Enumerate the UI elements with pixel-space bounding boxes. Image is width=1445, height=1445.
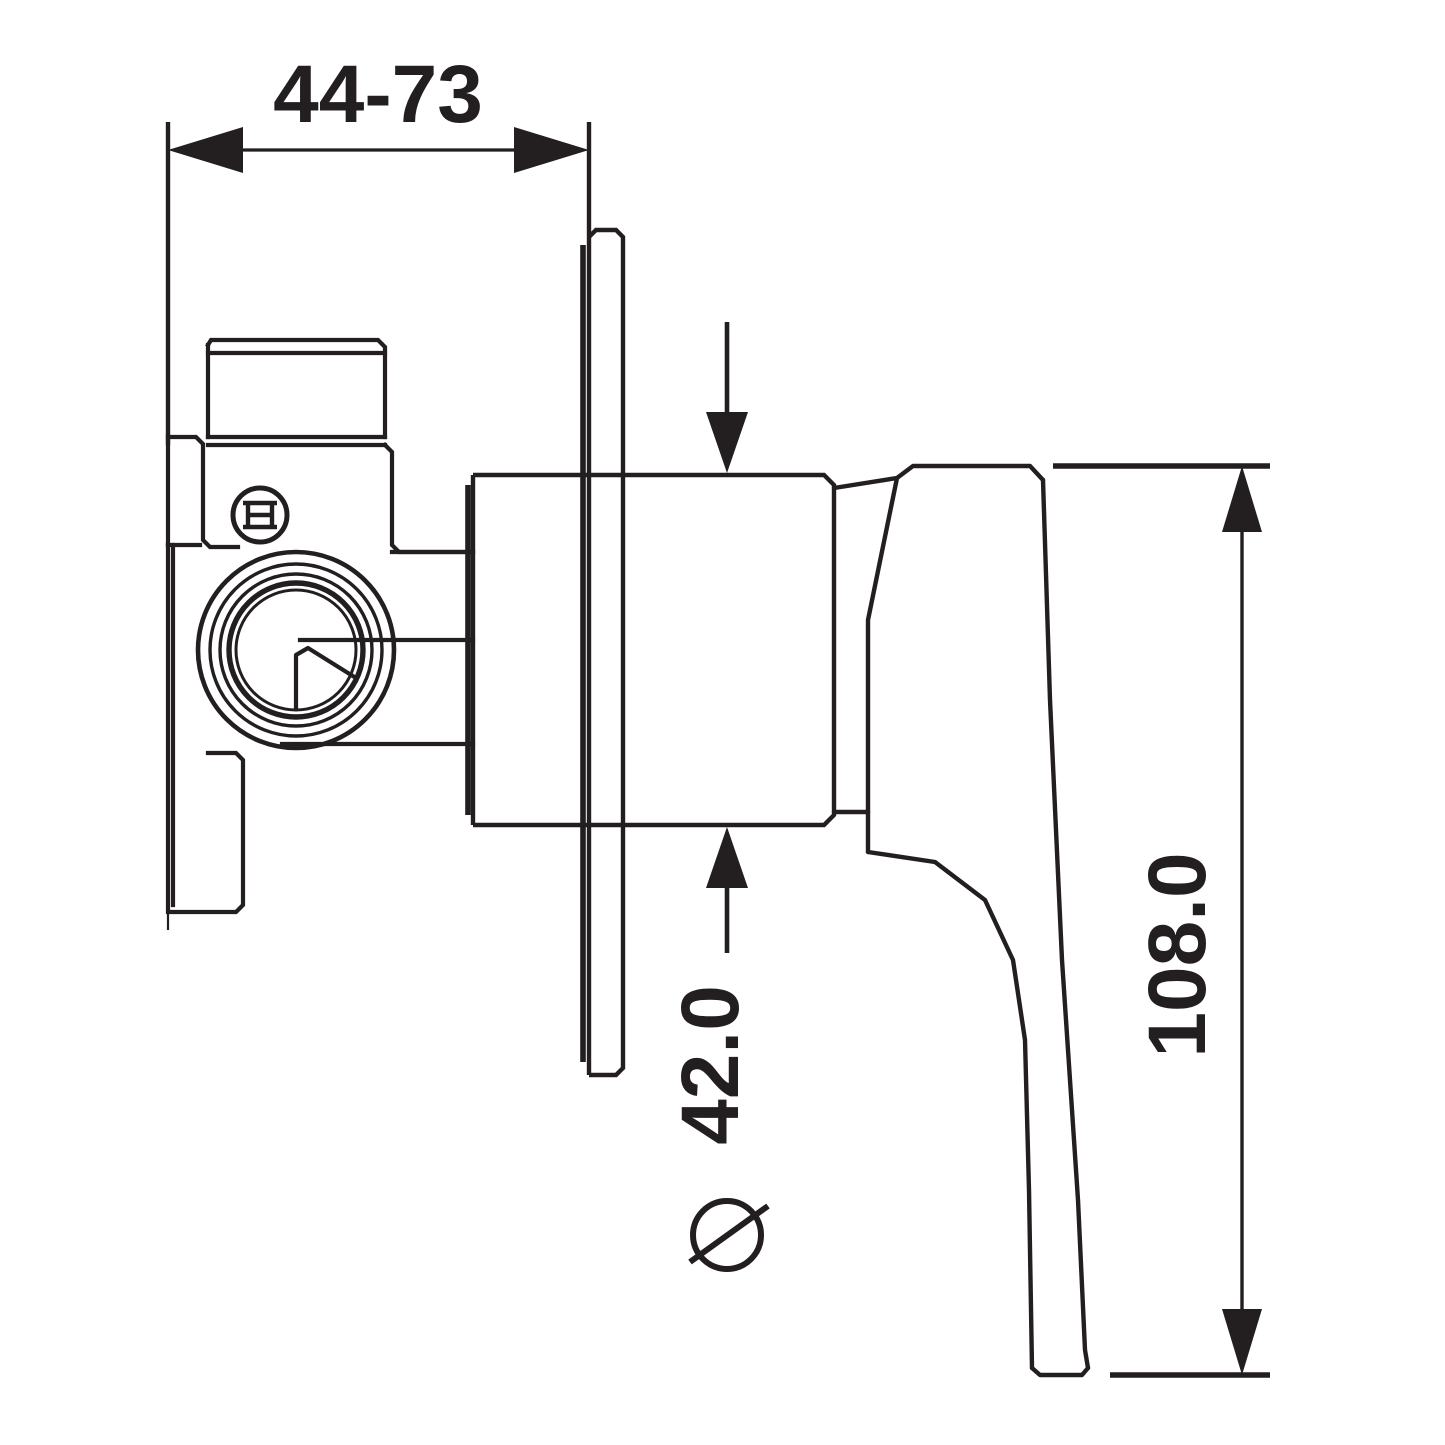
dia-arrowhead-top [706,412,748,473]
plate-outline [587,227,626,1078]
body-left-shoulder [165,434,241,550]
ring-keyway-notch [293,645,358,710]
ring-second [208,562,384,738]
valve-body-group [165,337,476,915]
handle-neck-inner-diagonal [865,475,900,815]
housing-outline [473,472,837,828]
ring-inner-bold [226,580,366,720]
dia-arrowhead-bottom [706,827,748,888]
diameter-circle-icon [690,1198,764,1272]
indicator-h-glyph-icon [243,500,277,530]
diameter-symbol-icon [688,1198,770,1272]
handle-top-edge [831,463,1046,491]
diameter-slash-icon [688,1203,770,1265]
dim-label-overall-height: 108.0 [1132,852,1223,1057]
dimension-overall-height: 108.0 [1053,463,1270,1378]
hot-cold-indicator [230,485,290,545]
dimension-depth-range: 44-73 [165,49,592,930]
concentric-ring-cartridge [195,549,397,751]
cap-top-chamfer [205,337,388,440]
dimension-body-diameter: 42.0 [665,322,770,1272]
cylindrical-trim-housing [465,472,837,828]
ring-outer [195,549,397,751]
ring-third [218,572,374,728]
height-arrowhead-bottom [1222,1309,1262,1375]
dim-label-body-diameter: 42.0 [665,985,756,1145]
indicator-circle-icon [230,485,290,545]
handle-left-sweep [865,849,1035,1371]
wall-escutcheon-plate [580,227,626,1078]
height-arrowhead-top [1222,466,1262,532]
dim-label-depth-range: 44-73 [273,49,483,140]
dim-arrowhead-right [514,127,589,173]
dim-arrowhead-left [168,127,243,173]
handle-tip [1029,1365,1091,1378]
handle-right-edge [1040,477,1091,1371]
lever-handle [831,463,1091,1378]
